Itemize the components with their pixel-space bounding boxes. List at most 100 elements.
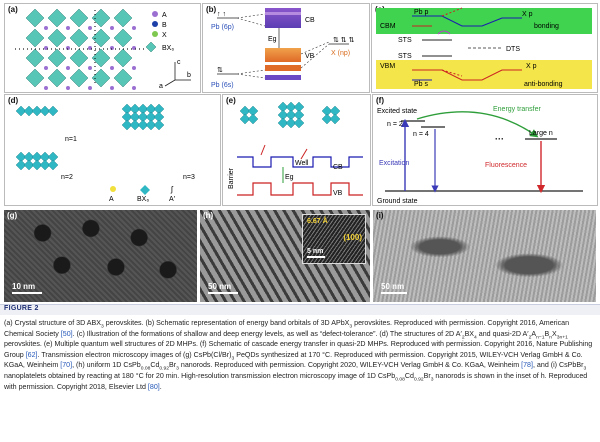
- dts-text: DTS: [506, 46, 520, 53]
- legend-a-text: A: [162, 12, 167, 19]
- octahedron: [69, 48, 89, 68]
- panel-e-label: (e): [226, 96, 236, 105]
- defect-tolerance-diagram: Pb p X p CBM bonding STS DTS STS VBM X p…: [376, 7, 592, 89]
- vb-text: VB: [305, 53, 315, 60]
- antibonding-text: anti-bonding: [524, 81, 563, 88]
- panel-g-label: (g): [7, 211, 18, 220]
- a-site-atom: [110, 26, 114, 30]
- n3-text: n=3: [183, 174, 195, 181]
- well-octahedron: [285, 117, 297, 129]
- n3-octahedron: [129, 119, 141, 131]
- pb6s-text: Pb (6s): [211, 82, 234, 89]
- panel-h-label: (h): [203, 211, 214, 220]
- panel-d: (d) n=1 n=2 n=3 A BX₆ ʃ A′: [4, 94, 221, 206]
- a-site-atom: [44, 66, 48, 70]
- scale-text-g: 10 nm: [12, 282, 36, 291]
- figure-label: FIGURE 2: [4, 305, 39, 312]
- n1-octahedron: [47, 105, 59, 117]
- octahedron: [47, 48, 67, 68]
- octahedron: [113, 8, 133, 28]
- well-octahedron: [321, 113, 333, 125]
- panel-c: (c) Pb p X p CBM bonding STS DTS STS VBM…: [371, 3, 598, 93]
- sts2-text: STS: [398, 53, 412, 60]
- bonding-text: bonding: [534, 23, 559, 30]
- legend-d-bx6-text: BX₆: [137, 196, 149, 203]
- a-site-atom: [110, 66, 114, 70]
- well-octahedron: [293, 117, 305, 129]
- well-octahedron: [329, 113, 341, 125]
- octahedron: [25, 68, 45, 88]
- n2-f-text: n = 2: [387, 121, 403, 128]
- excited-state-text: Excited state: [377, 108, 417, 115]
- a-site-atom: [66, 86, 70, 90]
- cbm-text: CBM: [380, 23, 396, 30]
- n3-octahedron: [121, 119, 133, 131]
- n3-octahedron: [137, 119, 149, 131]
- n1-octahedron: [23, 105, 35, 117]
- octahedron: [25, 48, 45, 68]
- vbm-text: VBM: [380, 63, 395, 70]
- a-site-atom: [132, 26, 136, 30]
- scale-text-i: 50 nm: [381, 282, 405, 291]
- n1-octahedron: [15, 105, 27, 117]
- panel-i: (i) 50 nm: [373, 210, 596, 302]
- a-site-atom: [44, 86, 48, 90]
- panel-b-label: (b): [206, 5, 217, 14]
- n3-octahedron: [145, 119, 157, 131]
- barrier-text: Barrier: [228, 167, 235, 189]
- panel-a-label: (a): [8, 5, 18, 14]
- octahedron: [113, 68, 133, 88]
- panel-d-label: (d): [8, 96, 19, 105]
- n2-octahedron: [39, 159, 51, 171]
- well-text: Well: [295, 160, 309, 167]
- cb-text: CB: [305, 17, 315, 24]
- n4-f-text: n = 4: [413, 131, 429, 138]
- n3-octahedron: [153, 119, 165, 131]
- well-octahedron: [247, 113, 259, 125]
- octahedron: [47, 8, 67, 28]
- svg-text:⇅ ⇅ ⇅: ⇅ ⇅ ⇅: [333, 37, 355, 44]
- octahedron: [47, 68, 67, 88]
- n2-octahedron: [31, 159, 43, 171]
- svg-text:⇅: ⇅: [217, 67, 223, 74]
- panel-g: (g) 10 nm: [4, 210, 197, 302]
- a-site-atom: [132, 66, 136, 70]
- a-site-atom: [44, 26, 48, 30]
- legend-bx6-text: BX₆: [162, 45, 174, 52]
- excitation-text: Excitation: [379, 160, 409, 167]
- vb-e-text: VB: [333, 190, 343, 197]
- a-site-atom: [66, 26, 70, 30]
- scale-bar-h-inset: [307, 256, 325, 258]
- octahedron: [69, 68, 89, 88]
- quantum-well-diagram: CB VB Well Eg Barrier: [228, 101, 363, 197]
- figure-caption: (a) Crystal structure of 3D ABX3 perovsk…: [4, 319, 593, 391]
- scale-bar-g: [12, 292, 42, 294]
- scale-bar-i: [381, 292, 407, 294]
- panel-h: (h) 6.67 Å (100) 5 nm 50 nm: [200, 210, 370, 302]
- crystal-structure-3d: A B X BX₆ c b a: [15, 8, 191, 90]
- n2-octahedron: [15, 159, 27, 171]
- scale-text-h-inset: 5 nm: [307, 248, 324, 255]
- a-site-atom: [110, 86, 114, 90]
- n2-octahedron: [47, 159, 59, 171]
- legend-x-text: X: [162, 32, 167, 39]
- a-site-atom: [88, 86, 92, 90]
- scale-bar-h: [208, 292, 238, 294]
- n1-text: n=1: [65, 136, 77, 143]
- panel-b: (b) Eg CB VB ↑ ↑ ⇅ ⇅ ⇅ ⇅ Pb (6p) Pb (6s)…: [202, 3, 370, 93]
- legend-b-text: B: [162, 22, 167, 29]
- well-octahedron: [277, 117, 289, 129]
- panel-f: (f) ··· Excited state Ground state n = 2…: [372, 94, 598, 206]
- octahedron: [69, 28, 89, 48]
- n1-octahedron: [39, 105, 51, 117]
- energy-transfer-text: Energy transfer: [493, 106, 542, 113]
- axis-a-text: a: [159, 83, 163, 90]
- octahedron: [113, 48, 133, 68]
- a-site-atom: [88, 26, 92, 30]
- a-site-atom: [132, 86, 136, 90]
- a-site-atom: [88, 66, 92, 70]
- figure-label-bar: [0, 304, 600, 315]
- svg-text:ʃ: ʃ: [170, 185, 174, 194]
- sts1-text: STS: [398, 37, 412, 44]
- xnp-text: X (np): [331, 50, 350, 57]
